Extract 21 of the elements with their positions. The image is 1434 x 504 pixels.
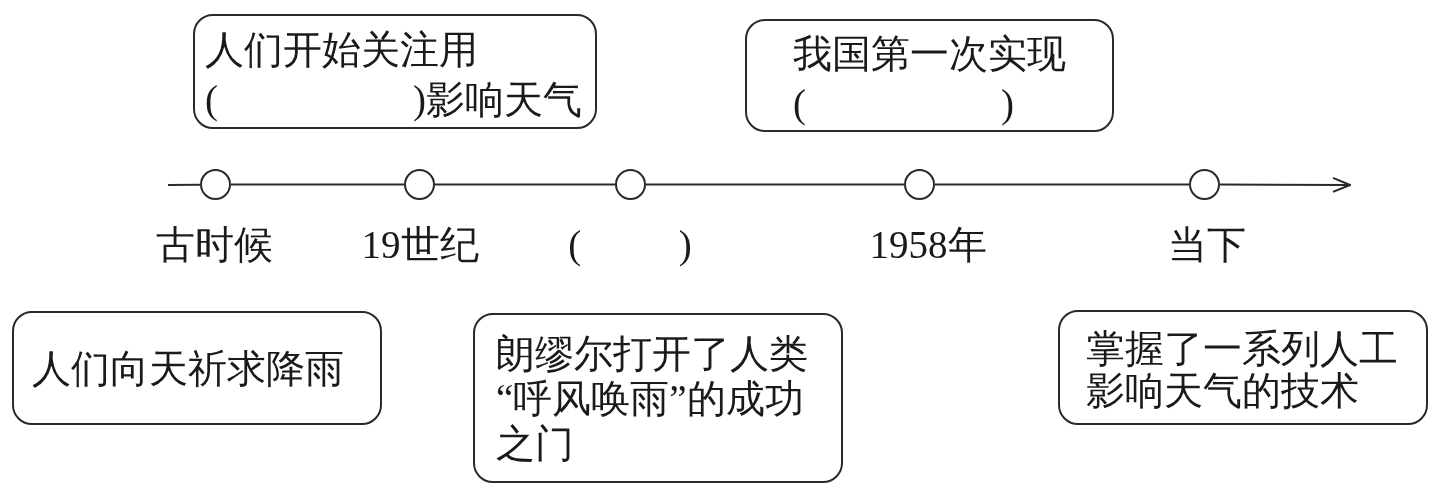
timeline-segment xyxy=(230,183,405,186)
timeline-dot xyxy=(1189,169,1220,200)
timeline-dot xyxy=(904,169,935,200)
time-label: 古时候 xyxy=(155,222,273,268)
time-label: 1958年 xyxy=(869,222,987,268)
time-label: ( ) xyxy=(568,222,692,268)
timeline-segment xyxy=(934,183,1190,186)
note-box: 人们开始关注用( )影响天气 xyxy=(193,14,597,129)
timeline-dot xyxy=(200,169,231,200)
note-box: 人们向天祈求降雨 xyxy=(12,311,382,425)
timeline-segment xyxy=(434,183,616,186)
timeline-dot xyxy=(404,169,435,200)
timeline-arrow xyxy=(1219,176,1351,193)
timeline-segment xyxy=(645,183,905,186)
timeline-segment xyxy=(167,183,201,186)
time-label: 当下 xyxy=(1168,222,1246,268)
timeline-dot xyxy=(615,169,646,200)
note-box: 掌握了一系列人工影响天气的技术 xyxy=(1058,310,1428,425)
note-box: 我国第一次实现( ) xyxy=(745,19,1114,132)
note-box: 朗缪尔打开了人类“呼风唤雨”的成功之门 xyxy=(473,313,843,483)
time-label: 19世纪 xyxy=(361,222,479,268)
